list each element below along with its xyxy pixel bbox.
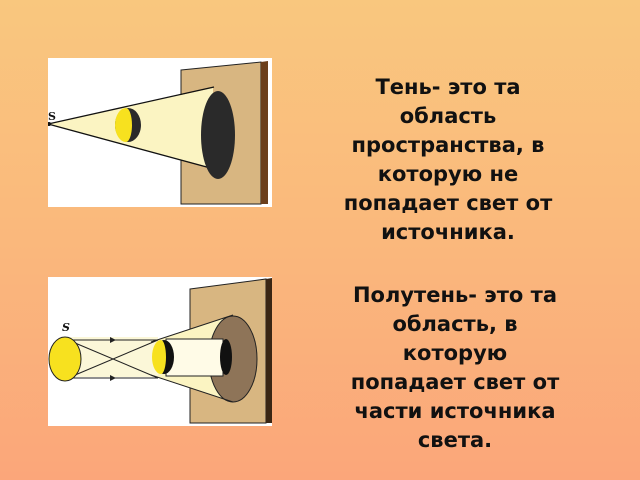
definition-line: попадает свет от — [343, 191, 553, 215]
definition-line: которую — [402, 341, 508, 365]
definition-line: Тень- это та — [375, 75, 521, 99]
definition-line: Полутень- это та — [352, 283, 557, 307]
definition-line: части источника — [354, 399, 556, 423]
shadow-diagram-illustration: S — [48, 61, 268, 205]
penumbra-diagram: S — [48, 277, 272, 426]
penumbra-diagram-illustration: S — [48, 278, 272, 424]
penumbra-definition: Полутень- это та область, в которую попа… — [305, 281, 605, 455]
definition-line: область, в — [392, 312, 518, 336]
svg-text:S: S — [62, 321, 70, 334]
shadow-diagram: S — [48, 58, 272, 207]
shadow-definition: Тень- это та область пространства, в кот… — [296, 73, 600, 247]
svg-text:S: S — [48, 110, 56, 123]
definition-line: попадает свет от — [350, 370, 560, 394]
definition-line: света. — [417, 428, 493, 452]
definition-line: пространства, в — [351, 133, 545, 157]
definition-line: область — [399, 104, 497, 128]
definition-line: которую не — [377, 162, 519, 186]
definition-line: источника. — [381, 220, 515, 244]
